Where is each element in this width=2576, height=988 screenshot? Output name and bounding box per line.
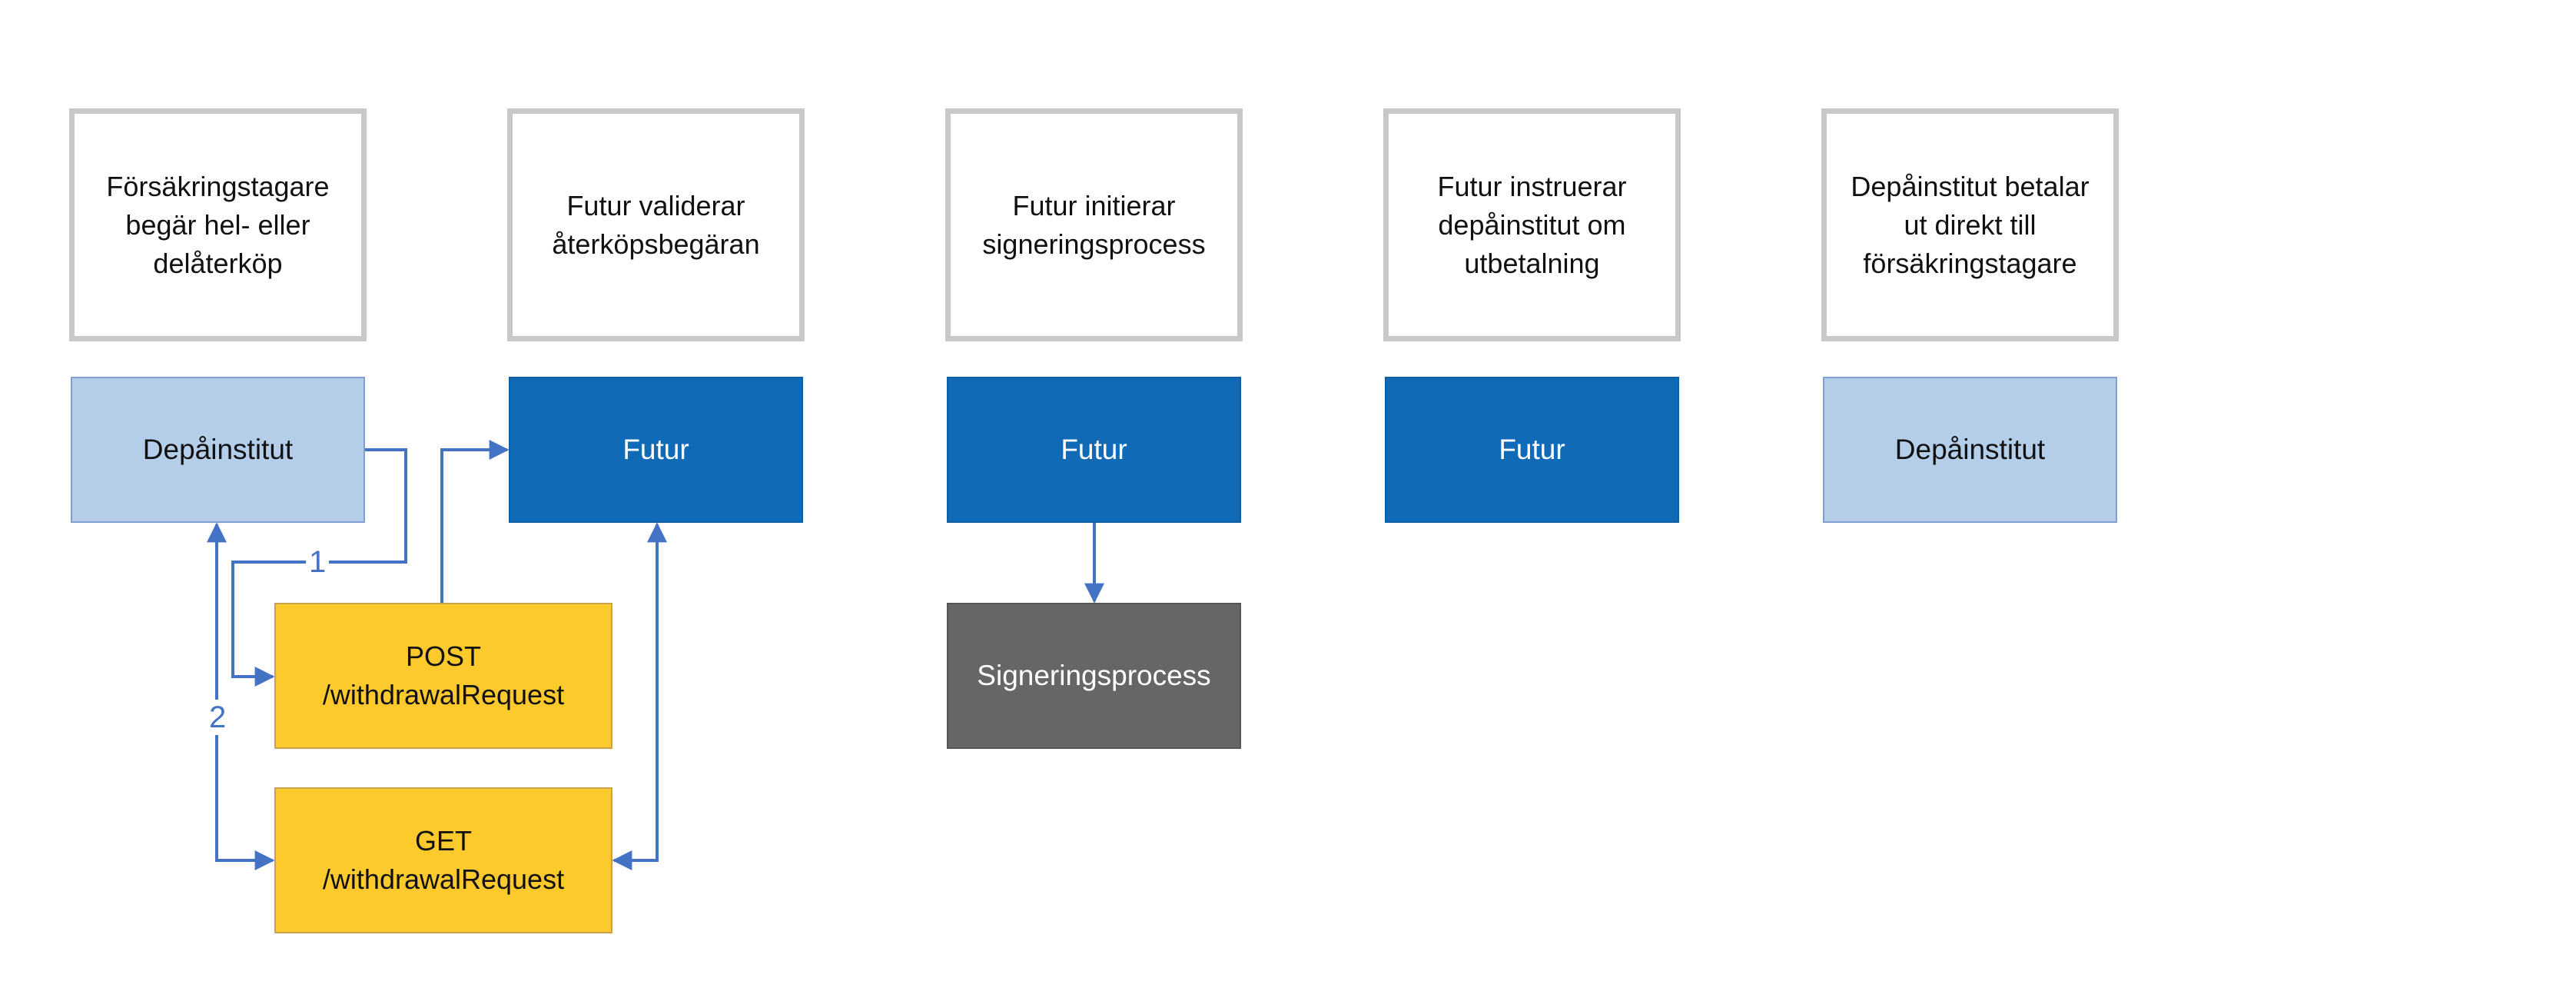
signing-process-box: Signeringsprocess (947, 603, 1241, 749)
actor-label-4: Futur (1499, 434, 1565, 465)
step-box-2: Futur validerar återköpsbegäran (507, 108, 805, 341)
actor-label-5: Depåinstitut (1894, 434, 2046, 465)
api-post-label: POST /withdrawalRequest (322, 640, 565, 710)
actor-label-2: Futur (622, 434, 689, 465)
connector-depainstitut-get (207, 522, 275, 870)
step-text-5: Depåinstitut betalar ut direkt till förs… (1851, 170, 2090, 279)
api-get-withdrawal-request: GET /withdrawalRequest (274, 787, 612, 933)
connector-label-2: 2 (206, 700, 230, 735)
actor-futur-3: Futur (947, 377, 1241, 523)
step-box-3: Futur initierar signeringsprocess (945, 108, 1243, 341)
actor-label-3: Futur (1061, 434, 1127, 465)
actor-label-1: Depåinstitut (142, 434, 294, 465)
actor-futur-4: Futur (1385, 377, 1679, 523)
actor-depainstitut-5: Depåinstitut (1823, 377, 2117, 523)
actor-depainstitut-1: Depåinstitut (71, 377, 365, 523)
connector-post-to-futur (440, 440, 510, 603)
step-text-4: Futur instruerar depåinstitut om utbetal… (1437, 170, 1627, 279)
step-box-1: Försäkringstagare begär hel- eller delåt… (69, 108, 367, 341)
step-text-3: Futur initierar signeringsprocess (982, 189, 1206, 260)
api-post-withdrawal-request: POST /withdrawalRequest (274, 603, 612, 749)
connector-label-2-text: 2 (209, 700, 227, 734)
step-text-1: Försäkringstagare begär hel- eller delåt… (106, 170, 330, 279)
connector-label-1-text: 1 (309, 545, 327, 579)
signing-process-label: Signeringsprocess (977, 660, 1211, 691)
actor-futur-2: Futur (509, 377, 803, 523)
step-box-5: Depåinstitut betalar ut direkt till förs… (1821, 108, 2119, 341)
connector-label-1: 1 (306, 544, 330, 580)
step-text-2: Futur validerar återköpsbegäran (552, 189, 760, 260)
step-box-4: Futur instruerar depåinstitut om utbetal… (1383, 108, 1681, 341)
connector-futur-get (612, 522, 667, 870)
api-get-label: GET /withdrawalRequest (322, 825, 565, 895)
